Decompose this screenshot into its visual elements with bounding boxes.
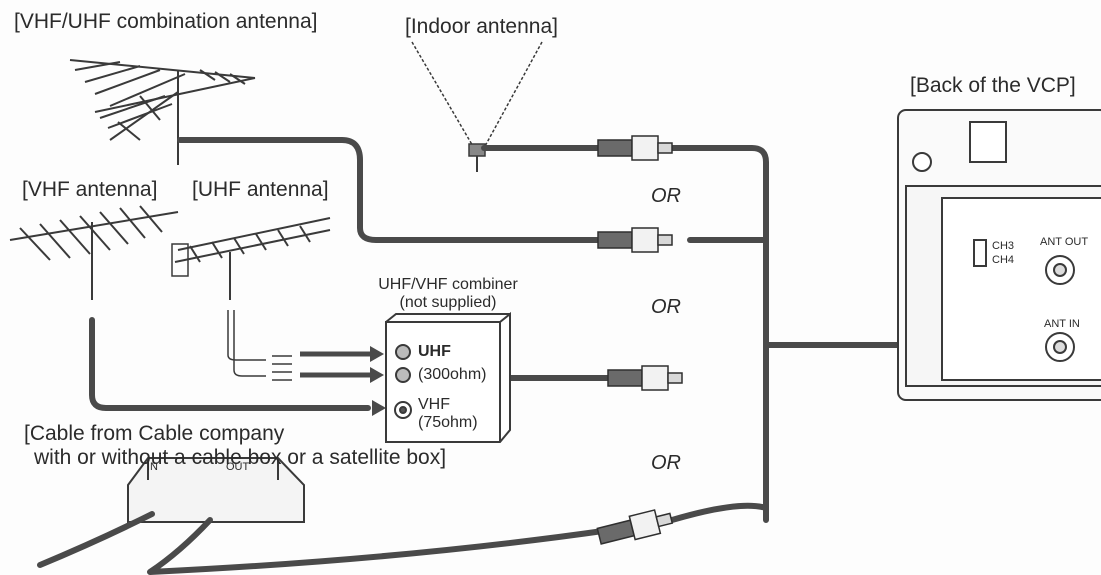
cable-box-icon	[127, 457, 305, 523]
cable-company-label-line2: with or without a cable box or a satelli…	[34, 446, 447, 469]
combiner-title: UHF/VHF combiner	[378, 276, 518, 293]
combination-antenna-label: [VHF/UHF combination antenna]	[14, 10, 318, 33]
vcp-ant-in-label: ANT IN	[1044, 318, 1080, 330]
combiner-vhf-label: VHF	[418, 396, 450, 413]
combiner-input-arrows	[300, 336, 1048, 416]
cable-box-in-label: IN	[147, 461, 158, 473]
vcp-back-label: [Back of the VCP]	[910, 74, 1076, 97]
combiner-vhf-ohm-label: (75ohm)	[418, 414, 478, 431]
indoor-antenna-label: [Indoor antenna]	[405, 15, 558, 38]
twin-lead-feeder	[227, 310, 292, 381]
cable-company-label-line1: [Cable from Cable company	[24, 422, 285, 445]
combiner-subtitle: (not supplied)	[399, 294, 497, 311]
uhf-antenna-icon	[171, 217, 331, 300]
or-label-3: OR	[651, 452, 681, 474]
vcp-ch3-label: CH3	[992, 240, 1015, 252]
cable-box-out-label: OUT	[226, 461, 250, 473]
combination-antenna-icon	[69, 59, 256, 165]
coax-plug-icons	[596, 135, 683, 545]
or-label-2: OR	[651, 296, 681, 318]
combiner-box	[385, 311, 511, 443]
combiner-uhf-ohm-label: (300ohm)	[418, 366, 487, 383]
vhf-antenna-icon	[9, 205, 179, 300]
indoor-antenna-icon	[411, 41, 543, 172]
vhf-antenna-label: [VHF antenna]	[22, 178, 158, 201]
or-label-1: OR	[651, 185, 681, 207]
combiner-uhf-label: UHF	[418, 343, 451, 360]
vcp-back-panel	[897, 109, 1101, 401]
vcp-ant-out-label: ANT OUT	[1040, 236, 1089, 248]
uhf-antenna-label: [UHF antenna]	[192, 178, 329, 201]
vcp-ch4-label: CH4	[992, 254, 1015, 266]
